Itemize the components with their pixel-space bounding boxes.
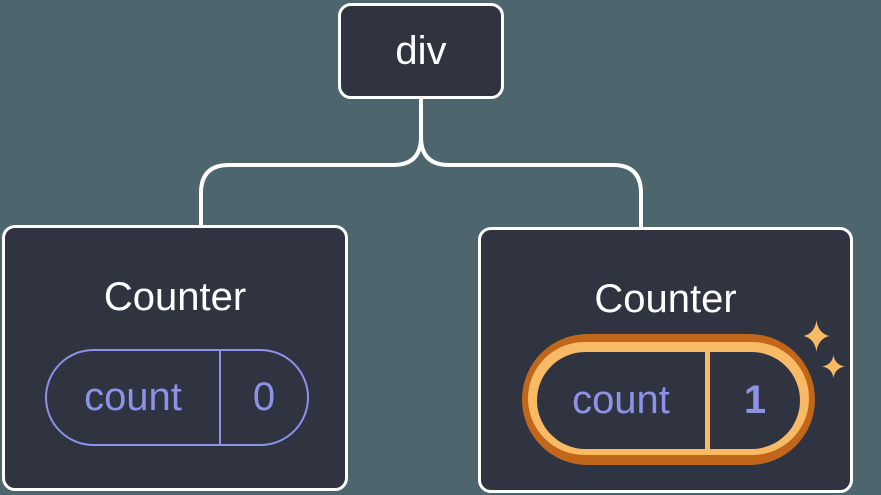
root-node-label: div [395, 28, 447, 73]
state-pill: count 0 [45, 349, 309, 446]
counter-card-left: Counter count 0 [2, 225, 348, 491]
sparkle-small [822, 355, 845, 378]
state-pill-highlighted: count 1 [522, 334, 815, 465]
state-value: 0 [252, 375, 276, 419]
counter-title: Counter [103, 275, 247, 319]
highlight-ring: count 1 [528, 342, 809, 455]
root-node-div: div [338, 3, 504, 99]
sparkle-large [803, 320, 830, 352]
connector-right [419, 98, 643, 231]
state-value: 1 [743, 378, 767, 422]
counter-title: Counter [594, 277, 737, 321]
connector-left [199, 98, 423, 228]
state-divider [705, 352, 710, 449]
state-key: count [84, 375, 182, 419]
state-divider [219, 351, 221, 444]
state-key: count [572, 378, 670, 422]
counter-card-right: Counter count 1 [478, 227, 853, 493]
state-pill-core: count 1 [537, 352, 800, 449]
sparkles-icon [803, 320, 845, 378]
